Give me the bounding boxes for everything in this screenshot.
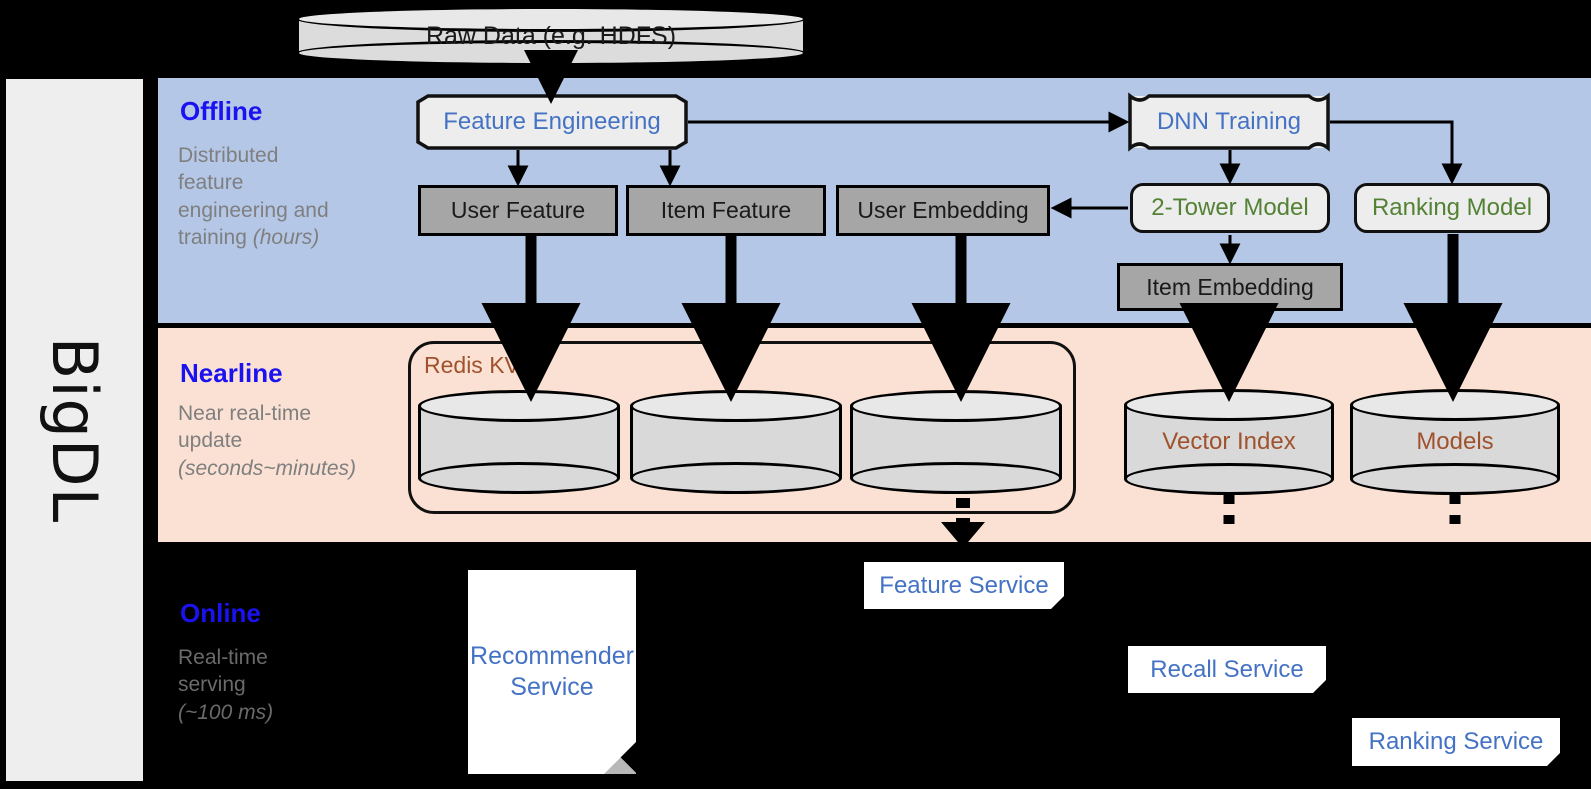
ranking-service-node[interactable]: Ranking Service xyxy=(1352,718,1560,766)
cyl-bottom xyxy=(1124,463,1334,495)
recommender-service-l1: Recommender xyxy=(470,641,634,670)
bigdl-sidebar: BigDL xyxy=(6,79,143,781)
recall-service-label: Recall Service xyxy=(1150,655,1304,683)
item-embedding-label: Item Embedding xyxy=(1146,273,1314,300)
bigdl-label: BigDL xyxy=(38,336,111,524)
recommender-service-node[interactable]: Recommender Service xyxy=(468,570,636,774)
cyl-bottom xyxy=(630,462,842,494)
cyl-bottom xyxy=(1350,463,1560,495)
models-store: Models xyxy=(1350,389,1560,495)
raw-data-top xyxy=(296,6,806,32)
two-tower-model-label: 2-Tower Model xyxy=(1151,194,1309,221)
dnn-training-node[interactable]: DNN Training xyxy=(1130,96,1328,148)
vector-index-store: Vector Index xyxy=(1124,389,1334,495)
raw-data-store: Raw Data (e.g. HDFS) xyxy=(296,6,806,66)
online-stage-title: Online xyxy=(180,598,261,628)
feature-engineering-node[interactable]: Feature Engineering xyxy=(418,96,686,148)
two-tower-model-node[interactable]: 2-Tower Model xyxy=(1130,183,1330,233)
cyl-top xyxy=(630,390,842,422)
online-desc-l2: serving xyxy=(178,673,246,697)
models-label: Models xyxy=(1416,428,1494,455)
offline-desc-l3: engineering and xyxy=(178,198,329,222)
offline-desc-l1: Distributed xyxy=(178,144,279,167)
user-feature-label: User Feature xyxy=(450,197,586,223)
recall-service-node[interactable]: Recall Service xyxy=(1128,646,1326,693)
online-latency: (~100 ms) xyxy=(178,700,274,724)
nearline-latency: (seconds~minutes) xyxy=(178,456,356,480)
ranking-service-label: Ranking Service xyxy=(1368,728,1544,755)
feature-engineering-label: Feature Engineering xyxy=(443,108,661,135)
recommender-service-text: Recommender Service xyxy=(470,641,634,704)
nearline-stage-description: Near real-time update (seconds~minutes) xyxy=(178,400,408,482)
page-fold-icon xyxy=(1313,680,1326,693)
offline-desc-l2: feature xyxy=(178,171,244,195)
user-embedding-node[interactable]: User Embedding xyxy=(836,185,1050,236)
raw-data-label: Raw Data (e.g. HDFS) xyxy=(425,21,677,50)
ranking-model-label: Ranking Model xyxy=(1371,194,1533,221)
user-feature-store xyxy=(418,390,620,494)
recommender-service-l2: Service xyxy=(510,673,594,701)
cyl-bottom xyxy=(418,462,620,494)
offline-stage-title: Offline xyxy=(180,96,263,126)
item-embedding-node[interactable]: Item Embedding xyxy=(1117,263,1343,311)
item-feature-store xyxy=(630,390,842,494)
offline-stage-description: Distributed feature engineering and trai… xyxy=(178,142,378,251)
page-fold-icon xyxy=(604,742,636,774)
feature-service-node[interactable]: Feature Service xyxy=(864,562,1064,609)
user-embedding-label: User Embedding xyxy=(857,197,1029,223)
online-desc-l1: Real-time xyxy=(178,646,268,669)
ranking-model-node[interactable]: Ranking Model xyxy=(1354,183,1550,233)
offline-latency: (hours) xyxy=(252,225,320,249)
nearline-desc-l2: update xyxy=(178,429,243,453)
online-stage-description: Real-time serving (~100 ms) xyxy=(178,644,378,726)
nearline-stage-title: Nearline xyxy=(180,358,283,388)
cyl-bottom xyxy=(850,462,1062,494)
nearline-desc-l1: Near real-time xyxy=(178,402,312,425)
page-fold-icon xyxy=(1547,753,1560,766)
redis-kv-label: Redis KV xyxy=(424,352,520,378)
user-embedding-store xyxy=(850,390,1062,494)
item-feature-node[interactable]: Item Feature xyxy=(626,185,826,236)
cyl-top xyxy=(418,390,620,422)
page-fold-icon xyxy=(1051,596,1064,609)
dnn-training-label: DNN Training xyxy=(1156,108,1302,135)
offline-desc-l4: training xyxy=(178,225,247,249)
user-feature-node[interactable]: User Feature xyxy=(418,185,618,236)
cyl-top xyxy=(850,390,1062,422)
item-feature-label: Item Feature xyxy=(660,197,792,223)
feature-service-label: Feature Service xyxy=(879,571,1049,599)
vector-index-label: Vector Index xyxy=(1162,428,1296,455)
